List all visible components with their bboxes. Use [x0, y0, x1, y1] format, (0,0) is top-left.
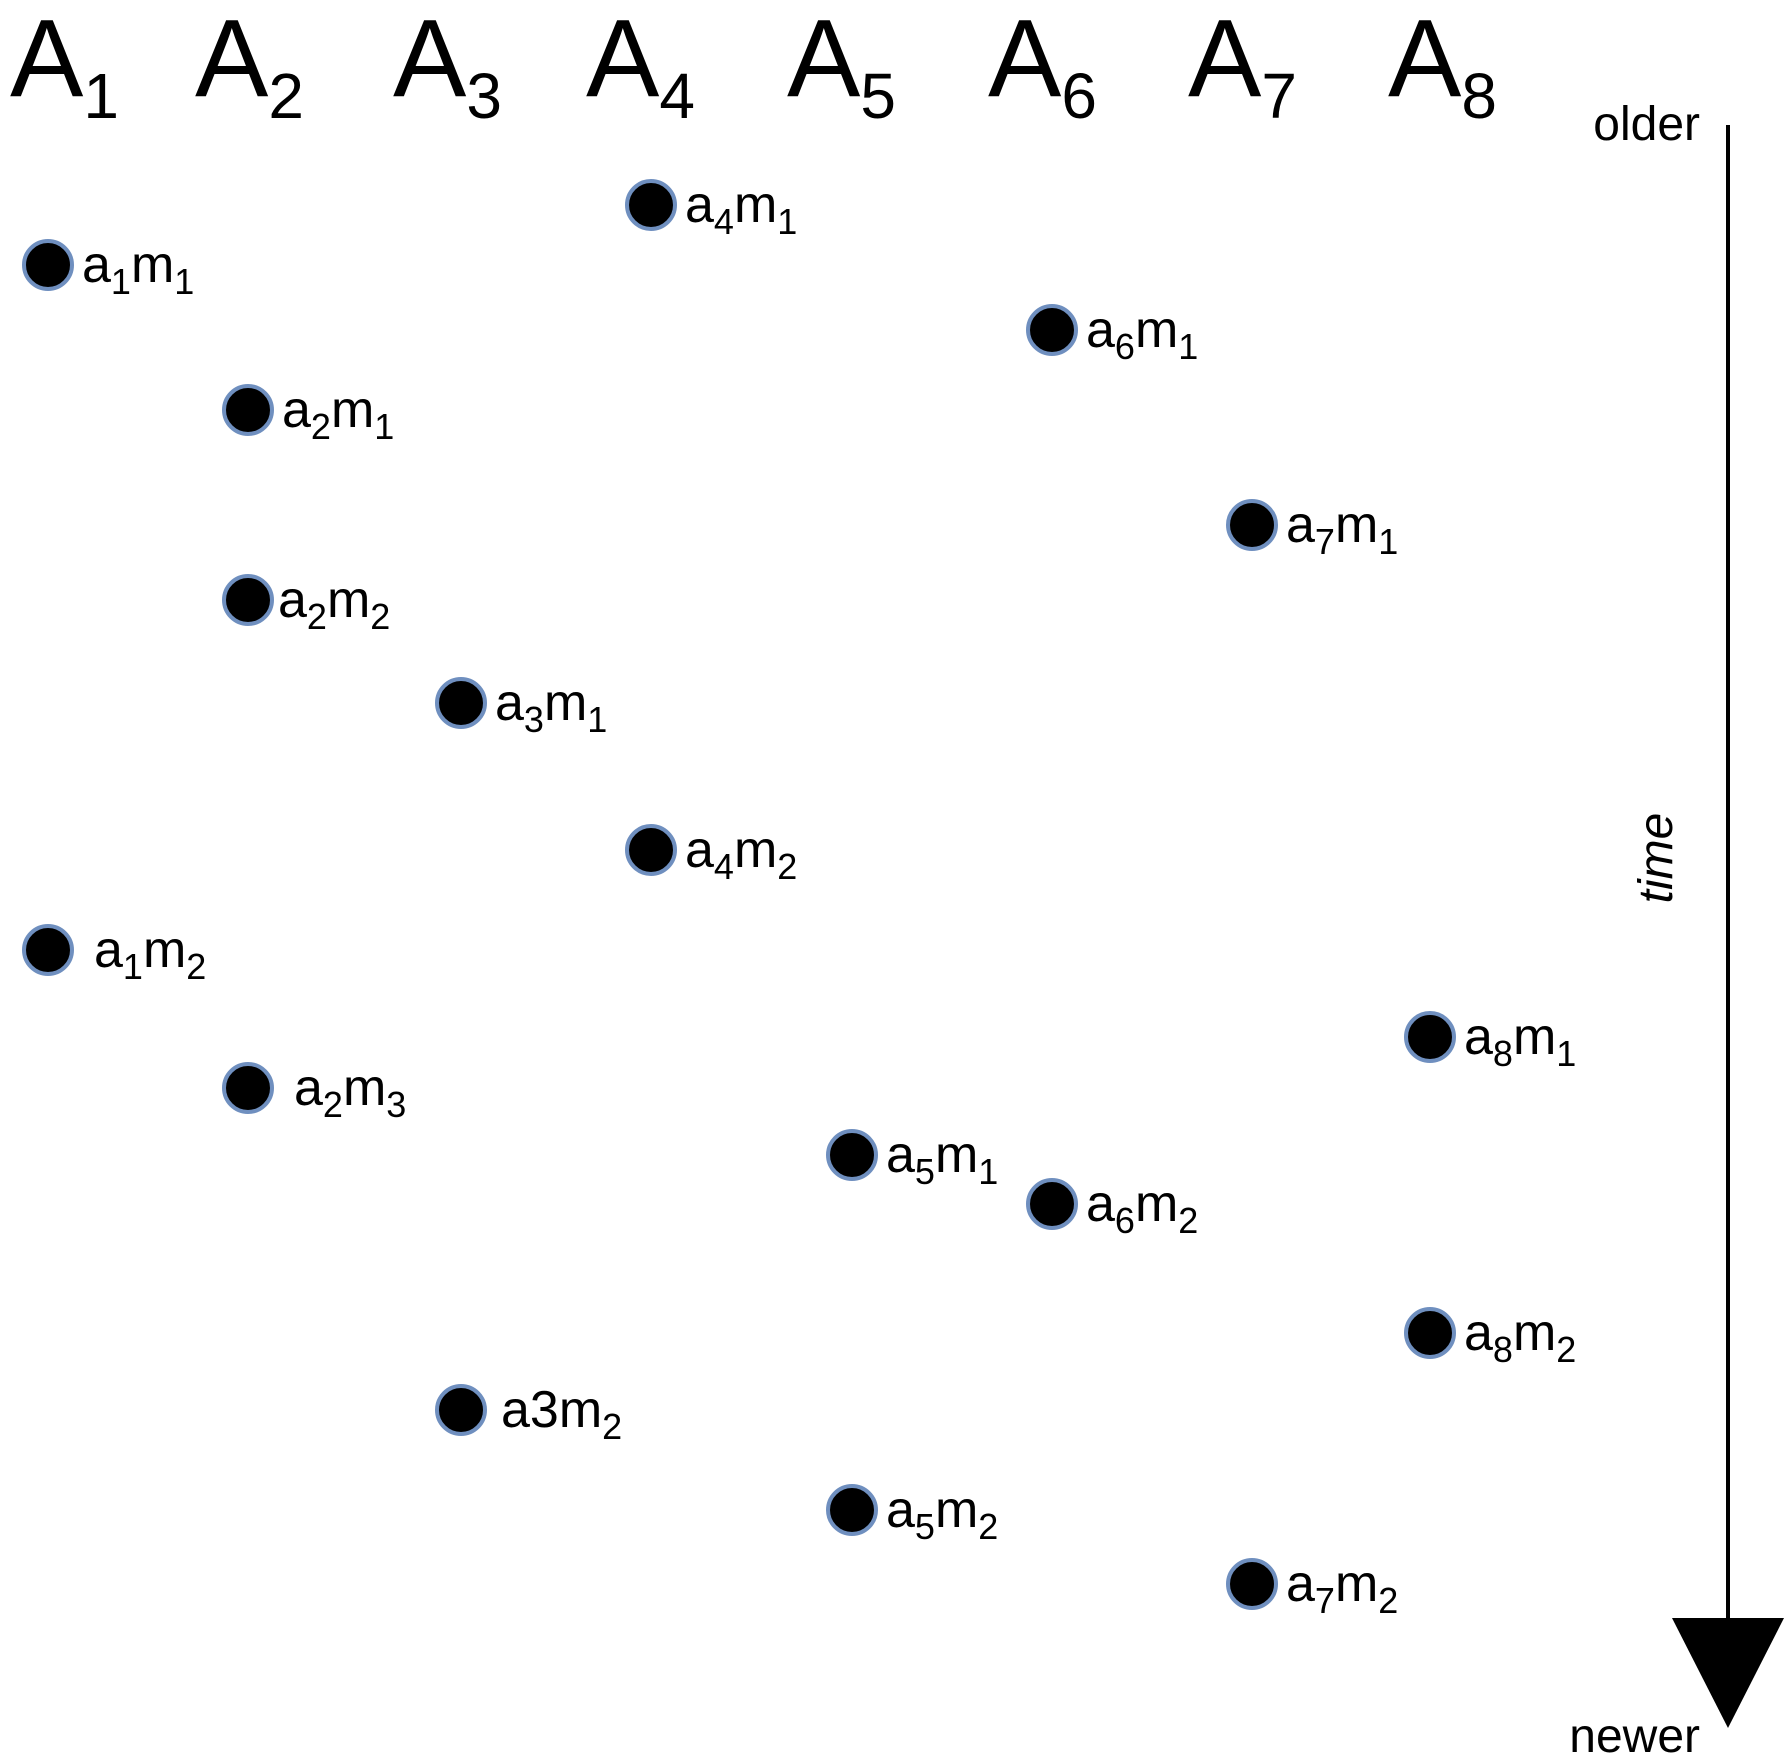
event-dot: [1026, 304, 1078, 356]
event-label: a2m2: [278, 571, 390, 637]
event-4: a7m1: [1226, 496, 1398, 562]
column-header-a5: A5: [787, 0, 896, 132]
event-11: a5m1: [826, 1126, 998, 1192]
event-16: a7m2: [1226, 1555, 1398, 1621]
event-dot: [826, 1129, 878, 1181]
event-dot: [1404, 1011, 1456, 1063]
event-label: a5m1: [886, 1126, 998, 1192]
event-label: a6m1: [1086, 301, 1198, 367]
event-points: a4m1 a1m1 a6m1 a2m1 a7m1 a2m2 a3m1 a4m2 a1m2 a8m1…: [22, 176, 1576, 1621]
event-dot: [22, 239, 74, 291]
event-dot: [826, 1484, 878, 1536]
event-label: a5m2: [886, 1481, 998, 1547]
column-header-a7: A7: [1188, 0, 1297, 132]
event-dot: [625, 179, 677, 231]
column-headers: A1 A2 A3 A4 A5 A6 A7 A8: [10, 0, 1497, 132]
event-2: a6m1: [1026, 301, 1198, 367]
newer-label: newer: [1569, 1710, 1700, 1757]
event-6: a3m1: [435, 674, 607, 740]
event-label: a7m2: [1286, 1555, 1398, 1621]
older-label: older: [1593, 98, 1700, 151]
event-9: a8m1: [1404, 1008, 1576, 1074]
event-10: a2m3: [222, 1059, 406, 1125]
time-axis-title: time: [1630, 813, 1683, 904]
event-dot: [1226, 499, 1278, 551]
time-axis: older newer time: [1569, 98, 1784, 1757]
event-dot: [625, 824, 677, 876]
event-dot: [222, 574, 274, 626]
event-dot: [1026, 1178, 1078, 1230]
column-header-a1: A1: [10, 0, 119, 132]
event-label: a1m1: [82, 236, 194, 302]
event-13: a8m2: [1404, 1304, 1576, 1370]
column-header-a8: A8: [1388, 0, 1497, 132]
event-7: a4m2: [625, 821, 797, 887]
column-header-a3: A3: [393, 0, 502, 132]
column-header-a4: A4: [586, 0, 695, 132]
event-label: a3m2: [501, 1381, 622, 1447]
event-dot: [435, 677, 487, 729]
event-1: a1m1: [22, 236, 194, 302]
event-label: a3m1: [495, 674, 607, 740]
event-dot: [435, 1384, 487, 1436]
event-label: a4m1: [685, 176, 797, 242]
event-label: a1m2: [94, 921, 206, 987]
event-label: a8m2: [1464, 1304, 1576, 1370]
time-axis-arrowhead: [1672, 1618, 1784, 1728]
event-5: a2m2: [222, 571, 390, 637]
column-header-a6: A6: [988, 0, 1097, 132]
event-label: a7m1: [1286, 496, 1398, 562]
event-label: a6m2: [1086, 1175, 1198, 1241]
event-15: a5m2: [826, 1481, 998, 1547]
event-dot: [1404, 1307, 1456, 1359]
event-dot: [1226, 1558, 1278, 1610]
event-label: a8m1: [1464, 1008, 1576, 1074]
event-label: a2m3: [294, 1059, 406, 1125]
event-label: a2m1: [282, 381, 394, 447]
column-header-a2: A2: [195, 0, 304, 132]
event-dot: [22, 924, 74, 976]
event-12: a6m2: [1026, 1175, 1198, 1241]
event-label: a4m2: [685, 821, 797, 887]
event-8: a1m2: [22, 921, 206, 987]
event-14: a3m2: [435, 1381, 622, 1447]
event-dot: [222, 384, 274, 436]
event-0: a4m1: [625, 176, 797, 242]
event-3: a2m1: [222, 381, 394, 447]
event-dot: [222, 1062, 274, 1114]
